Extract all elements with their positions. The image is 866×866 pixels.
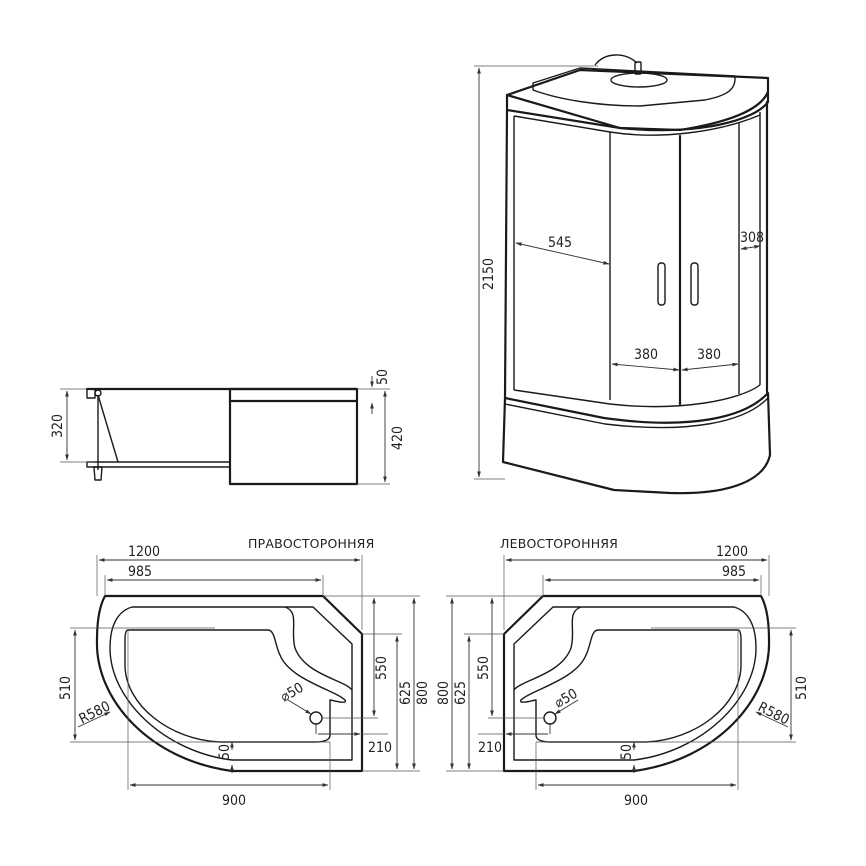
- inner-width-label: 510: [794, 676, 810, 700]
- left-panel-width-label: 545: [548, 235, 572, 251]
- drain-icon: [543, 711, 557, 725]
- cabin-roof: [505, 54, 770, 132]
- overhead-shower-icon: [610, 72, 668, 88]
- door-right-width-label: 380: [697, 347, 721, 363]
- door-handle-right-icon: [690, 262, 699, 306]
- rim-height-label: 50: [375, 369, 391, 385]
- radius-label: R580: [755, 699, 791, 728]
- drain-offset-label: 210: [478, 740, 502, 756]
- shower-cabin-view: 2150: [474, 54, 772, 495]
- door-left-width-label: 380: [634, 347, 658, 363]
- rim-offset-label: 50: [217, 744, 233, 760]
- right-hand-plan-view: ПРАВОСТОРОННЯЯ 1200 985 510 R580 ⌀50 550…: [58, 536, 431, 809]
- drain-diameter-label: ⌀50: [552, 686, 580, 712]
- basin-length-label: 900: [222, 793, 246, 809]
- left-hand-title: ЛЕВОСТОРОННЯЯ: [500, 536, 618, 551]
- tray-side-view: 320 50 420: [50, 369, 406, 486]
- cabin-tray: [501, 391, 772, 495]
- drain-offset-label: 210: [368, 740, 392, 756]
- height-dimension: 2150: [474, 65, 598, 480]
- drain-diameter-label: ⌀50: [278, 680, 306, 706]
- overall-width-label: 800: [436, 681, 452, 705]
- rim-offset-label: 50: [619, 744, 635, 760]
- panel-dimensions: 545 308 380 380: [515, 230, 764, 372]
- drain-icon: [309, 711, 323, 725]
- right-panel-width-label: 308: [740, 230, 764, 246]
- door-handle-left-icon: [657, 262, 666, 306]
- seat-depth-label: 550: [476, 656, 492, 680]
- overall-length-label: 1200: [716, 544, 748, 560]
- basin-length-label: 900: [624, 793, 648, 809]
- right-hand-title: ПРАВОСТОРОННЯЯ: [248, 536, 374, 551]
- left-hand-plan-view: ЛЕВОСТОРОННЯЯ 1200 985 510 R580 ⌀50 550 …: [436, 536, 810, 809]
- height-label: 2150: [481, 258, 497, 290]
- inner-width-label: 510: [58, 676, 74, 700]
- cabin-frame: [503, 100, 769, 408]
- side-depth-label: 625: [453, 681, 469, 705]
- total-height-label: 420: [390, 426, 406, 450]
- side-depth-label: 625: [398, 681, 414, 705]
- top-straight-length-label: 985: [722, 564, 746, 580]
- top-straight-length-label: 985: [128, 564, 152, 580]
- overall-length-label: 1200: [128, 544, 160, 560]
- radius-label: R580: [77, 698, 113, 727]
- overall-width-label: 800: [415, 681, 431, 705]
- seat-depth-label: 550: [374, 656, 390, 680]
- inner-depth-label: 320: [50, 414, 66, 438]
